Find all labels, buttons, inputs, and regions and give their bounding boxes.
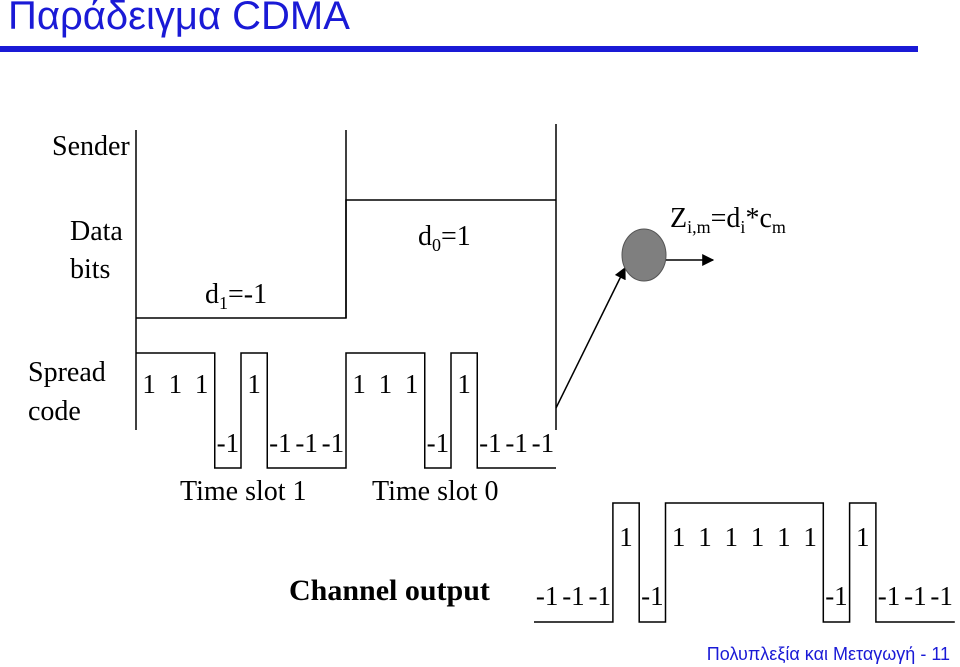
channel-chip-14: -1 <box>904 581 927 611</box>
channel-chip-15: -1 <box>930 581 953 611</box>
spread-chip-2: 1 <box>195 369 209 399</box>
channel-chip-1: -1 <box>562 581 585 611</box>
page-title: Παράδειγμα CDMA <box>8 0 350 38</box>
spread-chip-5: -1 <box>269 428 292 458</box>
spread-code-waveform <box>136 352 556 469</box>
spread-chip-4: 1 <box>247 369 261 399</box>
time-slot-0-label: Time slot 0 <box>372 476 499 507</box>
channel-chip-2: -1 <box>589 581 612 611</box>
spread-chip-11: -1 <box>427 428 450 458</box>
channel-chip-9: 1 <box>777 522 791 552</box>
spread-chip-13: -1 <box>479 428 502 458</box>
channel-chip-4: -1 <box>641 581 664 611</box>
spread-chip-15: -1 <box>532 428 555 458</box>
spread-chip-12: 1 <box>457 369 471 399</box>
data-bit-d0-label: d0=1 <box>418 221 471 255</box>
spread-chip-8: 1 <box>352 369 366 399</box>
channel-chip-12: 1 <box>856 522 870 552</box>
data-bit-d1-label: d1=-1 <box>205 279 267 313</box>
channel-output-label: Channel output <box>289 574 490 607</box>
title-underline <box>0 46 918 52</box>
channel-chip-7: 1 <box>725 522 739 552</box>
spread-chip-10: 1 <box>405 369 419 399</box>
data-bits-label-2: bits <box>70 254 110 285</box>
spread-chip-14: -1 <box>505 428 528 458</box>
spread-chip-7: -1 <box>322 428 345 458</box>
formula-label: Zi,m=di*cm <box>670 203 786 237</box>
spread-chip-3: -1 <box>217 428 240 458</box>
spread-chip-0: 1 <box>142 369 156 399</box>
spread-chip-1: 1 <box>169 369 183 399</box>
channel-chip-8: 1 <box>751 522 765 552</box>
spread-chip-6: -1 <box>295 428 318 458</box>
spread-code-label-2: code <box>28 396 81 427</box>
time-slot-1-label: Time slot 1 <box>180 476 307 507</box>
channel-chip-6: 1 <box>698 522 712 552</box>
input-arrow <box>555 266 626 409</box>
channel-chip-10: 1 <box>803 522 817 552</box>
channel-chip-11: -1 <box>825 581 848 611</box>
multiplier-node <box>621 228 667 282</box>
channel-chip-3: 1 <box>619 522 633 552</box>
channel-chip-13: -1 <box>878 581 901 611</box>
data-bits-label-1: Data <box>70 216 123 247</box>
spread-code-label-1: Spread <box>28 357 106 388</box>
channel-chip-0: -1 <box>536 581 559 611</box>
channel-chip-5: 1 <box>672 522 686 552</box>
spread-chip-9: 1 <box>379 369 393 399</box>
footer-text: Πολυπλεξία και Μεταγωγή - 11 <box>706 644 950 664</box>
sender-label: Sender <box>52 131 130 162</box>
channel-output-waveform <box>534 502 955 623</box>
